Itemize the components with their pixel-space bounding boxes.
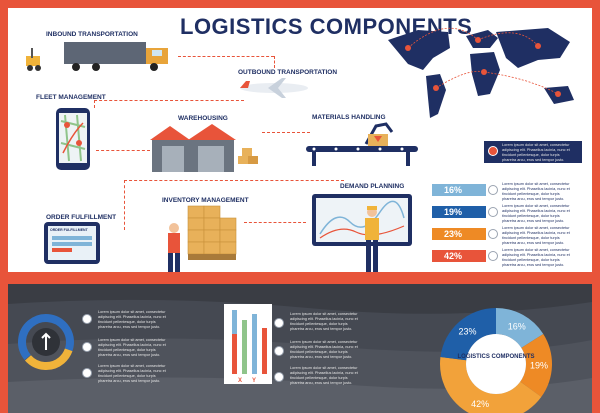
percentage-bar-2: 19%: [432, 206, 486, 218]
y-axis-label: Y: [252, 378, 257, 384]
warehouse-icon: [150, 124, 258, 172]
list-icon-5: [274, 346, 284, 356]
donut-slice-4: [440, 308, 496, 361]
connector-fleet-down: [94, 100, 95, 108]
outbound-label: OUTBOUND TRANSPORTATION: [238, 69, 338, 76]
phone-map: [59, 113, 87, 163]
gauge-icon: [17, 314, 74, 370]
inventory-icon: [168, 205, 237, 273]
x-axis-label: X: [238, 378, 243, 384]
percentage-value: 16%: [444, 185, 463, 195]
percentage-bar-4: 42%: [432, 250, 486, 262]
phone-icon: [56, 108, 90, 170]
worker-icon: [365, 206, 379, 274]
percentage-value: 19%: [444, 207, 463, 217]
demand-screen: [316, 198, 408, 242]
donut-center: [466, 334, 526, 394]
connector-order: [124, 180, 125, 230]
percentage-value: 23%: [444, 229, 463, 239]
connector-materials: [262, 132, 310, 133]
order-screen-title: ORDER FULFILLMENT: [50, 228, 88, 232]
donut-slice-2: [520, 333, 552, 397]
donut-slice-1: [496, 308, 544, 348]
percentage-icon-2: [488, 207, 498, 217]
inbound-label: INBOUND TRANSPORTATION: [46, 31, 138, 38]
frame-left: [0, 0, 8, 413]
fleet-label: FLEET MANAGEMENT: [36, 94, 106, 101]
bottom-band: [8, 272, 592, 284]
airplane-icon: [240, 78, 308, 98]
frame-top: [0, 0, 600, 8]
frame-right: [592, 0, 600, 413]
truck-icon: [26, 42, 168, 71]
donut-title: LOGISTICS COMPONENTS: [457, 354, 534, 360]
donut-chart: 16% 19% 42% 23% LOGISTICS COMPONENTS: [440, 308, 552, 413]
world-map: [388, 27, 574, 118]
donut-label-3: 42%: [471, 399, 489, 409]
materials-label: MATERIALS HANDLING: [312, 114, 386, 121]
box-icon: [488, 146, 498, 156]
demand-label: DEMAND PLANNING: [340, 183, 405, 190]
list-icon-4: [274, 318, 284, 328]
bar-chart-panel: X Y: [224, 304, 272, 384]
connector-outbound: [274, 56, 275, 68]
percentage-bar-3: 23%: [432, 228, 486, 240]
warehousing-label: WAREHOUSING: [178, 115, 228, 122]
list-icon-2: [82, 342, 92, 352]
connector-inbound: [178, 56, 274, 57]
percentage-icon-1: [488, 185, 498, 195]
tablet: ORDER FULFILLMENT: [44, 222, 100, 264]
percentage-icon-4: [488, 251, 498, 261]
conveyor-icon: [306, 122, 418, 166]
donut-label-2: 19%: [530, 360, 548, 370]
list-icon-1: [82, 314, 92, 324]
tablet-screen: ORDER FULFILLMENT: [48, 226, 96, 260]
inventory-label: INVENTORY MANAGEMENT: [162, 197, 249, 204]
donut-label-1: 16%: [508, 321, 526, 331]
connector-warehouse: [96, 150, 150, 151]
donut-label-4: 23%: [459, 327, 477, 337]
list-icon-3: [82, 368, 92, 378]
connector-fleet: [94, 100, 244, 101]
connector-inventory: [244, 222, 306, 223]
percentage-value: 42%: [444, 251, 463, 261]
percentage-bar-1: 16%: [432, 184, 486, 196]
percentage-icon-3: [488, 229, 498, 239]
list-icon-6: [274, 372, 284, 382]
order-label: ORDER FULFILLMENT: [46, 214, 117, 221]
demand-monitor: [312, 194, 412, 246]
connector-order-h: [124, 180, 344, 181]
donut-slice-3: [440, 356, 542, 413]
